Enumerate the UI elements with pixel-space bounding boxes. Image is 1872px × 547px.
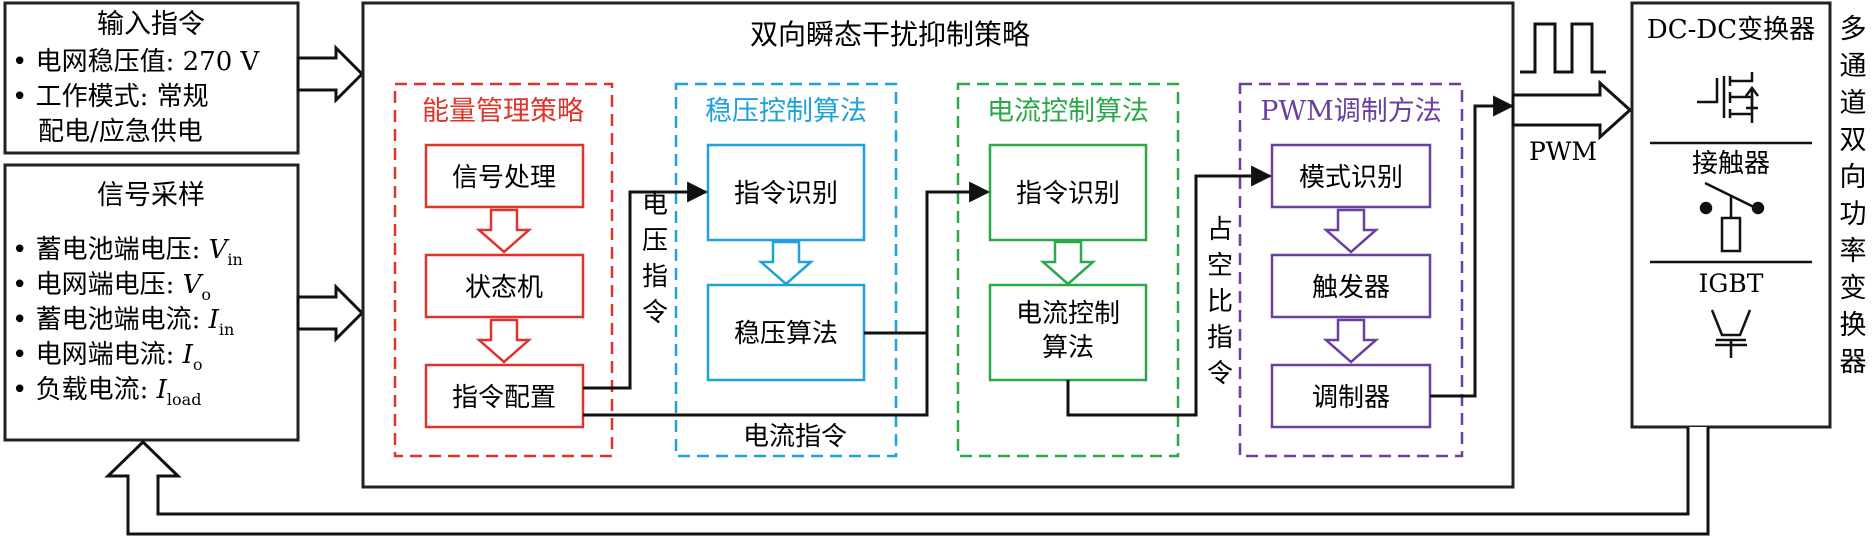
current-algorithm-label-1: 电流控制 (1016, 299, 1120, 329)
svg-text:指: 指 (1207, 323, 1233, 353)
voltage-cmd-identify-box (706, 143, 866, 242)
svg-text:变: 变 (1840, 273, 1867, 304)
pwm-waveform-icon (1520, 22, 1606, 74)
input-arrow-bottom (296, 283, 365, 343)
sampling-item: • 电网端电压: Vo (12, 270, 211, 304)
svg-text:换: 换 (1840, 310, 1867, 341)
svg-text:器: 器 (1840, 347, 1867, 378)
svg-text:向: 向 (1840, 162, 1867, 193)
modulator-box (1270, 363, 1432, 429)
input-command-box: 输入指令 • 电网稳压值: 270 V • 工作模式: 常规 配电/应急供电 (3, 1, 300, 155)
sampling-item: • 蓄电池端电压: Vin (12, 235, 243, 269)
sampling-item: • 电网端电流: Io (12, 340, 203, 374)
voltage-algorithm-label: 稳压算法 (734, 319, 838, 349)
svg-text:占: 占 (1207, 215, 1233, 245)
svg-text:双: 双 (1840, 125, 1867, 156)
mosfet-icon (1697, 72, 1759, 123)
svg-text:压: 压 (642, 226, 668, 256)
svg-text:功: 功 (1840, 199, 1867, 230)
voltage-cmd-identify-label: 指令识别 (734, 179, 838, 209)
igbt-icon (1710, 309, 1752, 358)
side-label: 多 通 道 双 向 功 率 变 换 器 (1840, 14, 1867, 378)
pwm-arrow (1511, 79, 1633, 141)
pwm-mod-title: PWM调制方法 (1260, 96, 1442, 127)
modulator-label: 调制器 (1312, 383, 1390, 413)
current-algorithm-box (988, 283, 1148, 382)
contactor-label: 接触器 (1692, 149, 1770, 179)
pwm-label: PWM (1529, 137, 1597, 166)
current-control-group: 电流控制算法 指令识别 电流控制 算法 (956, 82, 1180, 458)
current-arrow (1039, 240, 1097, 286)
command-config-label: 指令配置 (452, 383, 556, 413)
trigger-label: 触发器 (1312, 273, 1390, 303)
input-command-title: 输入指令 (97, 9, 205, 40)
voltage-algorithm-box (706, 283, 866, 382)
current-cmd-identify-label: 指令识别 (1016, 179, 1120, 209)
trigger-box (1270, 253, 1432, 319)
pwm-out-line (1430, 95, 1515, 398)
state-machine-label: 状态机 (465, 273, 543, 303)
duty-cmd-line (1066, 165, 1273, 417)
svg-text:率: 率 (1840, 236, 1867, 267)
sampling-item: • 蓄电池端电流: Iin (12, 305, 234, 339)
energy-title: 能量管理策略 (422, 96, 584, 127)
svg-text:空: 空 (1207, 251, 1233, 281)
energy-arrow-1 (475, 208, 533, 254)
command-config-box (424, 363, 585, 429)
current-title: 电流控制算法 (987, 96, 1149, 127)
voltage-control-group: 稳压控制算法 指令识别 稳压算法 (674, 82, 898, 458)
mode-identify-label: 模式识别 (1299, 163, 1403, 193)
svg-text:指: 指 (642, 262, 668, 292)
current-algorithm-label-2: 算法 (1042, 333, 1094, 363)
svg-text:电: 电 (642, 190, 668, 220)
input-command-line1: • 电网稳压值: 270 V (12, 47, 261, 77)
signal-processing-label: 信号处理 (452, 163, 556, 193)
energy-arrow-2 (475, 318, 533, 364)
voltage-cmd-line (583, 181, 709, 390)
voltage-cmd-label: 电 压 指 令 (642, 190, 668, 328)
sampling-item: • 负载电流: Iload (12, 375, 201, 409)
input-command-line3: 配电/应急供电 (38, 117, 203, 147)
svg-text:令: 令 (642, 298, 668, 328)
dcdc-converter-box: DC-DC变换器 接触器 IGBT (1630, 1, 1832, 429)
signal-sampling-box: 信号采样 • 蓄电池端电压: Vin • 电网端电压: Vo • 蓄电池端电流:… (3, 163, 300, 442)
duty-cmd-label: 占 空 比 指 令 (1207, 215, 1233, 389)
dcdc-title: DC-DC变换器 (1647, 15, 1815, 45)
svg-text:令: 令 (1207, 359, 1233, 389)
input-arrow-top (296, 44, 365, 104)
current-cmd-identify-box (988, 143, 1148, 242)
current-cmd-label: 电流指令 (743, 422, 847, 452)
igbt-label: IGBT (1699, 269, 1764, 298)
voltage-title: 稳压控制算法 (705, 96, 867, 127)
pwm-modulation-group: PWM调制方法 模式识别 触发器 调制器 (1238, 82, 1464, 458)
pwm-arrow-1 (1322, 208, 1380, 254)
mode-identify-box (1270, 143, 1432, 209)
signal-processing-box (424, 143, 585, 209)
state-machine-box (424, 253, 585, 319)
contactor-icon (1699, 181, 1765, 253)
voltage-arrow (757, 240, 815, 286)
svg-text:多: 多 (1840, 14, 1867, 45)
main-title: 双向瞬态干扰抑制策略 (750, 18, 1030, 51)
input-command-line2: • 工作模式: 常规 (12, 82, 209, 112)
signal-sampling-title: 信号采样 (97, 180, 205, 211)
pwm-arrow-2 (1322, 318, 1380, 364)
svg-text:道: 道 (1840, 88, 1867, 119)
svg-text:比: 比 (1207, 287, 1233, 317)
current-cmd-line (583, 331, 929, 417)
feedback-loop-arrow (104, 427, 1710, 536)
svg-text:通: 通 (1840, 51, 1867, 82)
to-current-identify-line (925, 181, 991, 333)
energy-management-group: 能量管理策略 信号处理 状态机 指令配置 (393, 82, 614, 458)
